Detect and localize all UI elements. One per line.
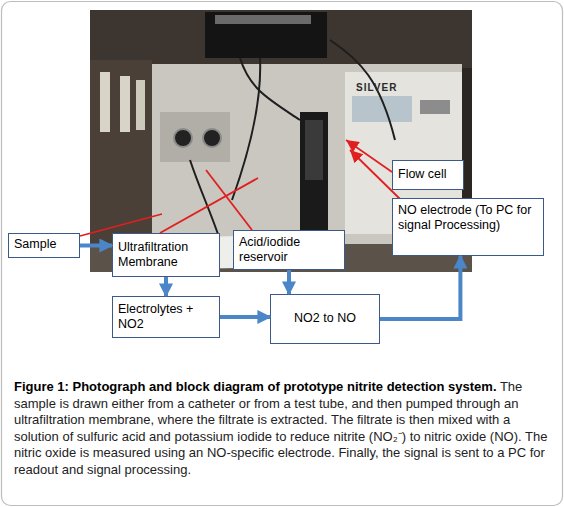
- test-tube: [100, 72, 110, 132]
- flow-arrow: [287, 270, 291, 294]
- gauge-plate: [160, 112, 230, 162]
- node-text: Ultrafiltration Membrane: [118, 240, 214, 270]
- device-brand: SILVER: [356, 82, 397, 93]
- node-text: NO electrode (To PC for signal Processin…: [398, 203, 538, 233]
- test-tube: [136, 80, 145, 130]
- node-text: Acid/iodide reservoir: [239, 235, 339, 265]
- figure-caption: Figure 1: Photograph and block diagram o…: [14, 379, 552, 479]
- node-text: Electrolytes + NO2: [118, 302, 214, 332]
- cabinet-top: [90, 10, 472, 68]
- pump-window: [305, 120, 323, 180]
- leader-line: [206, 170, 252, 230]
- flow-arrow: [164, 277, 168, 296]
- leader-line: [160, 178, 258, 233]
- instrument-top: [205, 12, 327, 58]
- process-box: NO2 to NO: [270, 294, 380, 344]
- test-tube: [120, 76, 130, 132]
- flow-arrow: [220, 315, 270, 319]
- instrument-lid: [215, 15, 311, 24]
- process-box: NO electrode (To PC for signal Processin…: [392, 198, 544, 256]
- node-text: Sample: [14, 237, 74, 252]
- tubing: [190, 40, 395, 240]
- process-box: Ultrafiltration Membrane: [112, 233, 220, 277]
- node-text: NO2 to NO: [276, 311, 374, 326]
- caption-heading: Figure 1: Photograph and block diagram o…: [14, 379, 497, 394]
- gauge: [174, 129, 192, 147]
- flow-arrow: [380, 256, 460, 319]
- process-box: Acid/iodide reservoir: [233, 230, 345, 270]
- process-box: Flow cell: [392, 160, 464, 190]
- gauge: [203, 129, 221, 147]
- process-box: Sample: [8, 233, 80, 258]
- node-text: Flow cell: [398, 167, 458, 182]
- leader-line: [346, 140, 392, 172]
- device-button: [420, 100, 450, 114]
- cloth: [112, 236, 242, 270]
- flow-arrow: [80, 244, 112, 248]
- process-box: Electrolytes + NO2: [112, 296, 220, 338]
